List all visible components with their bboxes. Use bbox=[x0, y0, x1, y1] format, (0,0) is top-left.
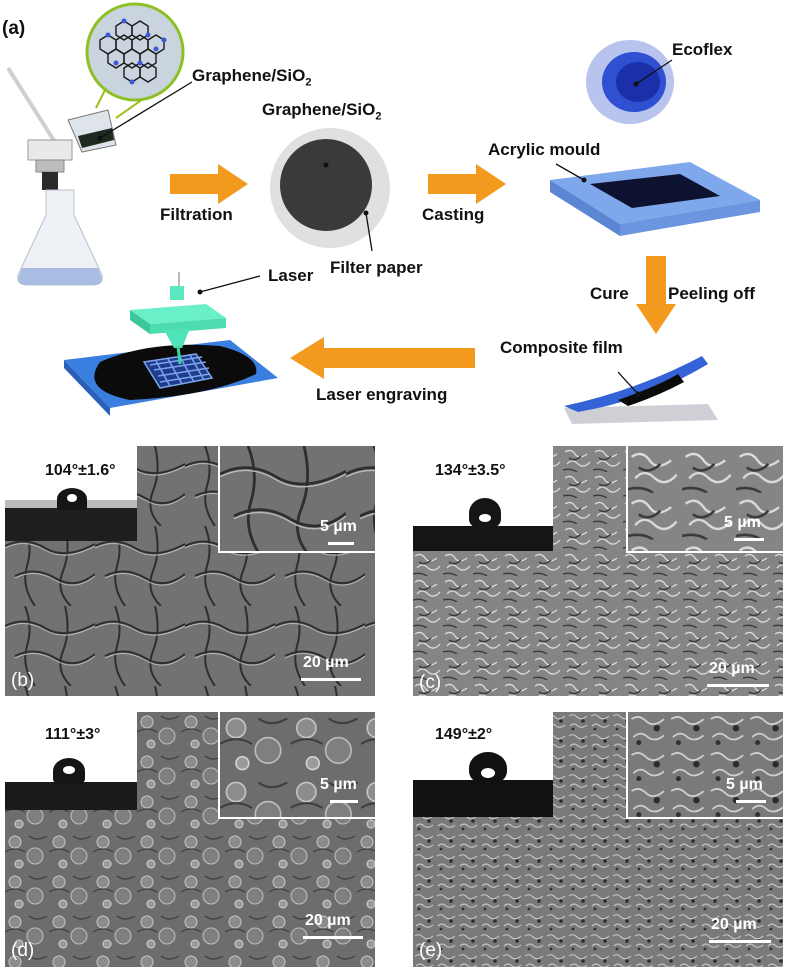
filtration-arrow bbox=[170, 164, 248, 204]
panel-a-letter: (a) bbox=[2, 18, 26, 39]
main-scale-bar bbox=[303, 936, 363, 939]
laser-engraving-label: Laser engraving bbox=[316, 385, 448, 404]
graphene-sio2-label-top: Graphene/SiO2 bbox=[192, 66, 312, 89]
main-scale-label: 20 µm bbox=[709, 660, 755, 677]
casting-arrow bbox=[428, 164, 506, 204]
acrylic-mould-label: Acrylic mould bbox=[488, 140, 601, 159]
inset-scale-bar bbox=[734, 538, 764, 541]
panel-letter-b: (b) bbox=[11, 670, 35, 691]
inset-scale-label: 5 µm bbox=[726, 776, 763, 793]
sem-panel-d: 111°±3° 5 µm 20 µm (d) bbox=[5, 712, 375, 967]
laser-engraving-arrow bbox=[290, 337, 475, 379]
cure-peel-arrow bbox=[636, 256, 676, 334]
ecoflex-label: Ecoflex bbox=[672, 40, 733, 59]
ecoflex-cup-illustration bbox=[586, 40, 674, 124]
filter-disk-illustration bbox=[270, 128, 390, 252]
main-scale-bar bbox=[301, 678, 361, 681]
cure-label: Cure bbox=[590, 284, 629, 303]
inset-scale-bar bbox=[328, 542, 354, 545]
inset-scale-bar bbox=[330, 800, 358, 803]
contact-angle-inset-d bbox=[5, 712, 137, 810]
filtration-flask-illustration bbox=[6, 2, 193, 286]
inset-scale-label: 5 µm bbox=[724, 514, 761, 531]
contact-angle-value: 149°±2° bbox=[435, 726, 493, 743]
graphene-sio2-label-mid: Graphene/SiO2 bbox=[262, 100, 382, 123]
sem-panel-c: 134°±3.5° 5 µm 20 µm (c) bbox=[413, 446, 783, 696]
main-scale-bar bbox=[709, 940, 771, 943]
water-droplet bbox=[469, 498, 501, 528]
contact-angle-value: 104°±1.6° bbox=[45, 462, 116, 479]
filtration-label: Filtration bbox=[160, 205, 233, 224]
contact-angle-value: 134°±3.5° bbox=[435, 462, 506, 479]
composite-film-illustration bbox=[564, 356, 718, 424]
contact-angle-inset-e bbox=[413, 712, 553, 817]
peeling-off-label: Peeling off bbox=[668, 284, 755, 303]
casting-label: Casting bbox=[422, 205, 485, 224]
panel-a-schematic: (a) bbox=[0, 0, 785, 440]
contact-angle-inset-c bbox=[413, 446, 553, 551]
zoom-inset-d: 5 µm bbox=[218, 712, 375, 819]
inset-scale-bar bbox=[736, 800, 766, 803]
acrylic-mould-illustration bbox=[550, 162, 760, 236]
composite-film-label: Composite film bbox=[500, 338, 623, 357]
sem-panel-b: 104°±1.6° 5 µm 20 µm (b) bbox=[5, 446, 375, 696]
main-scale-bar bbox=[707, 684, 769, 687]
zoom-inset-b: 5 µm bbox=[218, 446, 375, 553]
inset-scale-label: 5 µm bbox=[320, 518, 357, 535]
contact-angle-inset-b bbox=[5, 446, 137, 541]
panel-letter-d: (d) bbox=[11, 940, 35, 961]
main-scale-label: 20 µm bbox=[303, 654, 349, 671]
sem-panel-e: 149°±2° 5 µm 20 µm (e) bbox=[413, 712, 783, 967]
contact-angle-value: 111°±3° bbox=[45, 726, 101, 743]
filter-paper-label: Filter paper bbox=[330, 258, 423, 277]
main-scale-label: 20 µm bbox=[711, 916, 757, 933]
panel-letter-c: (c) bbox=[419, 672, 442, 693]
panel-letter-e: (e) bbox=[419, 940, 443, 961]
main-scale-label: 20 µm bbox=[305, 912, 351, 929]
inset-scale-label: 5 µm bbox=[320, 776, 357, 793]
laser-engraving-illustration bbox=[64, 272, 278, 416]
laser-label: Laser bbox=[268, 266, 314, 285]
zoom-inset-c: 5 µm bbox=[626, 446, 783, 553]
zoom-inset-e: 5 µm bbox=[626, 712, 783, 819]
